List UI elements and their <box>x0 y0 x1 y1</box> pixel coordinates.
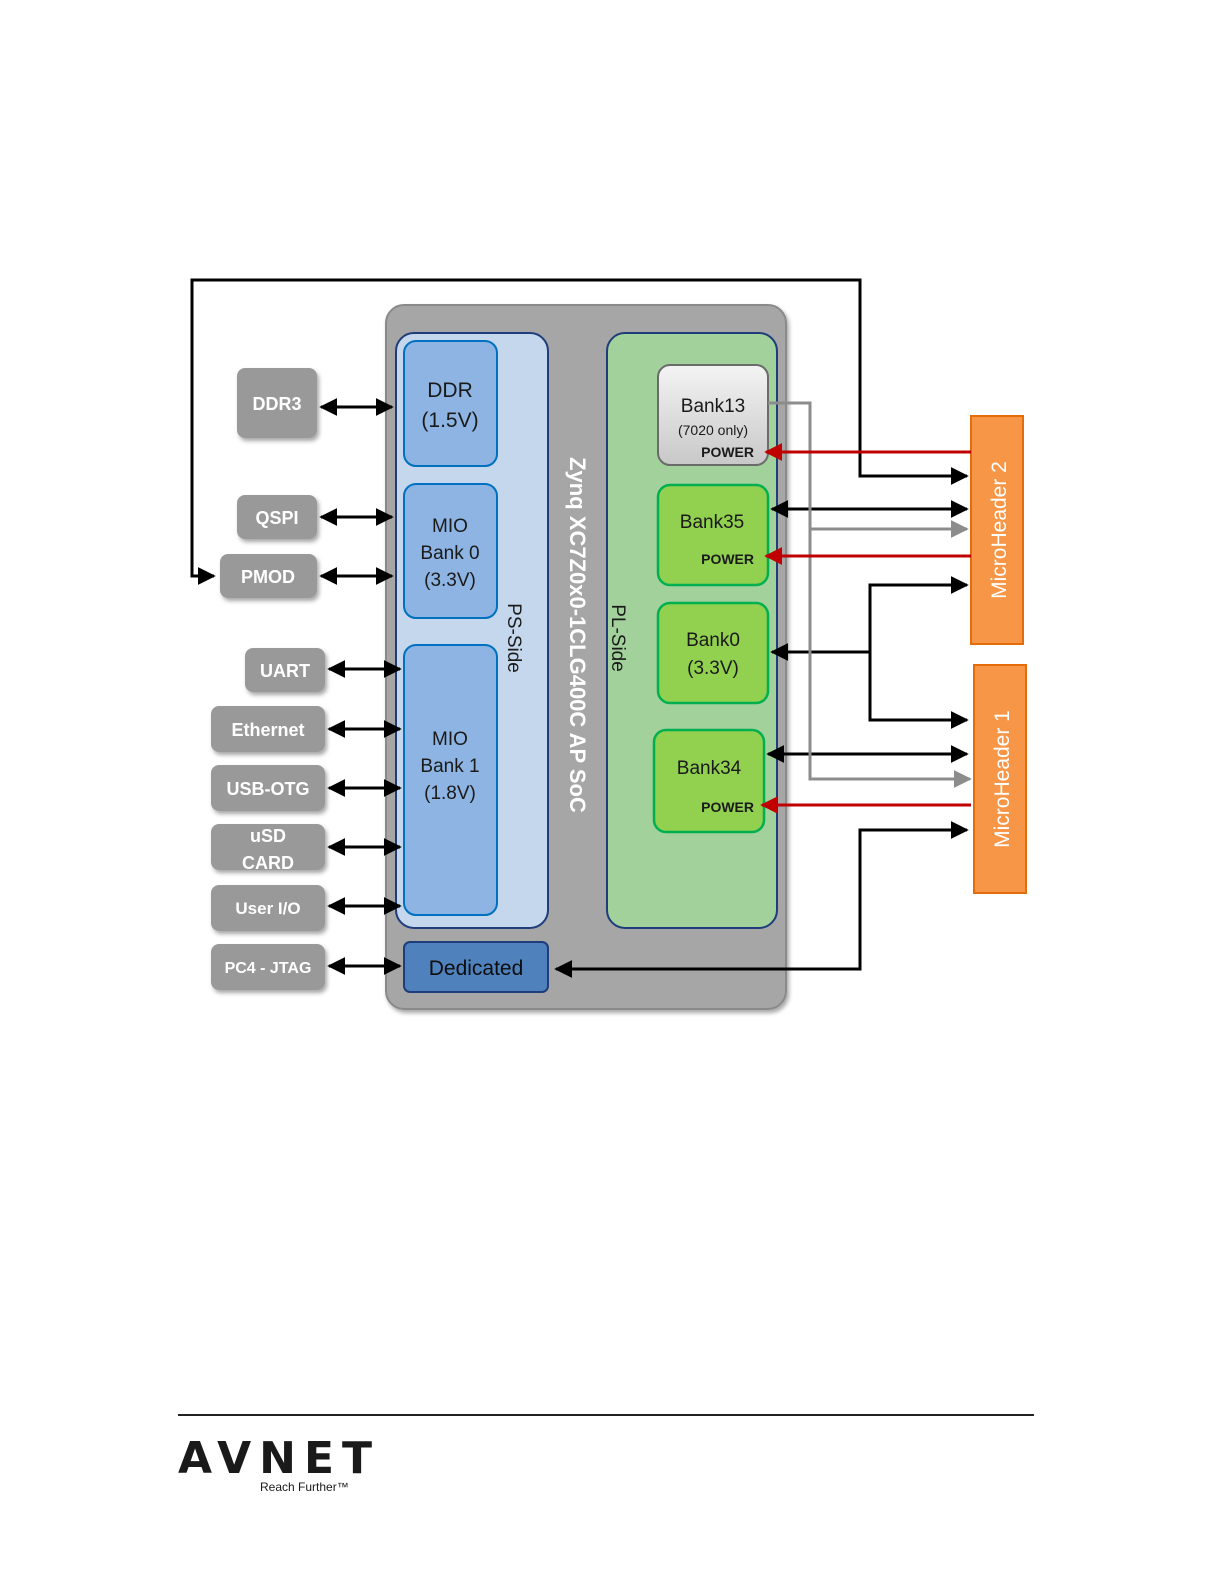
footer-divider <box>178 1414 1034 1416</box>
bank13-note: (7020 only) <box>678 422 748 438</box>
qspi-label: QSPI <box>255 508 298 528</box>
mio-bank1-line2: Bank 1 <box>420 756 479 777</box>
ethernet-label: Ethernet <box>231 720 304 740</box>
usb-otg-label: USB-OTG <box>227 779 310 799</box>
bank0-block <box>658 603 768 703</box>
avnet-logo: AVNET Reach Further™ <box>178 1436 378 1500</box>
bank13-name: Bank13 <box>681 396 745 417</box>
mio-bank1-line1: MIO <box>432 729 468 750</box>
microheader2-label: MicroHeader 2 <box>988 461 1011 599</box>
dedicated-label: Dedicated <box>429 957 524 980</box>
mio-bank1-block <box>404 645 497 915</box>
mio-bank0-line2: Bank 0 <box>420 543 479 564</box>
avnet-tagline: Reach Further™ <box>260 1480 349 1494</box>
avnet-wordmark: AVNET <box>178 1436 380 1482</box>
bank13-microheader1-signal <box>810 529 970 779</box>
bank35-power: POWER <box>701 551 754 567</box>
bank34-name: Bank34 <box>677 758 742 779</box>
ddr3-label: DDR3 <box>252 394 301 414</box>
mio-bank0-line3: (3.3V) <box>424 570 476 591</box>
bank34-block <box>654 730 764 832</box>
bank0-microheader2-link <box>870 585 967 652</box>
usd-card-line1: uSD <box>250 826 286 846</box>
user-io-label: User I/O <box>235 899 300 918</box>
ps-side-label: PS-Side <box>503 603 524 673</box>
bank0-name: Bank0 <box>686 630 740 651</box>
microheader1-label: MicroHeader 1 <box>991 710 1014 848</box>
soc-title: Zynq XC7Z0x0-1CLG400C AP SoC <box>565 457 590 813</box>
ddr-label: DDR <box>427 379 473 402</box>
bank0-voltage: (3.3V) <box>687 658 739 679</box>
pl-side-label: PL-Side <box>607 604 628 672</box>
bank0-microheader1-link <box>870 652 967 720</box>
bank34-power: POWER <box>701 799 754 815</box>
mio-bank0-line1: MIO <box>432 516 468 537</box>
bank35-name: Bank35 <box>680 512 744 533</box>
uart-label: UART <box>260 661 310 681</box>
usd-card-line2: CARD <box>242 853 294 873</box>
mio-bank1-line3: (1.8V) <box>424 783 476 804</box>
bank13-power: POWER <box>701 444 754 460</box>
ddr-voltage: (1.5V) <box>421 409 478 432</box>
ddr-block <box>404 341 497 466</box>
pc4-jtag-label: PC4 - JTAG <box>225 960 312 977</box>
bank35-block <box>658 485 768 585</box>
pmod-label: PMOD <box>241 567 295 587</box>
